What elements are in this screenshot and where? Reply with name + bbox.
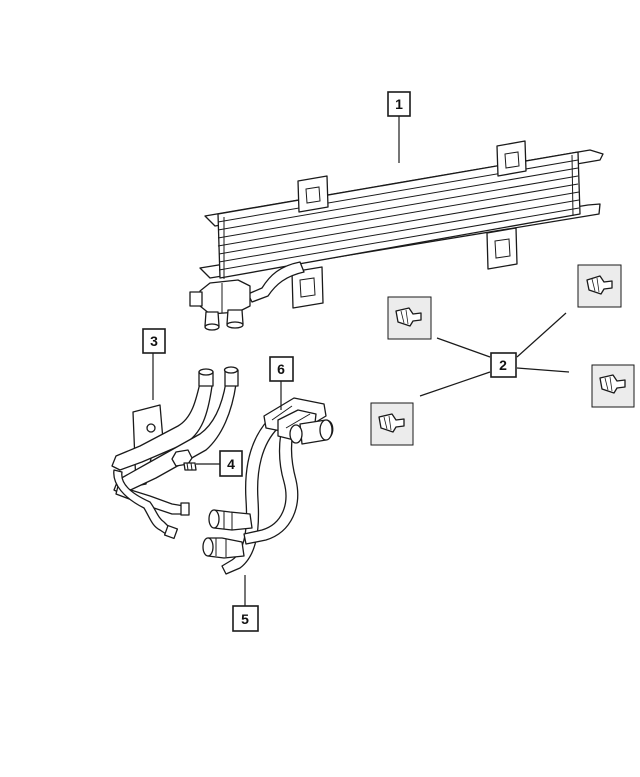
clip-left-upper: [387, 296, 432, 340]
callout-2-label: 2: [499, 357, 507, 373]
callout-4-label: 4: [227, 456, 235, 472]
callout-4[interactable]: 4: [219, 450, 243, 477]
leader-lines: [152, 116, 570, 606]
callout-2[interactable]: 2: [490, 352, 517, 378]
tube-assembly-part[interactable]: [111, 366, 239, 540]
callout-6-label: 6: [277, 361, 285, 377]
hose-assembly-part[interactable]: [202, 419, 299, 575]
callout-5[interactable]: 5: [232, 605, 259, 632]
clip-left-lower: [370, 402, 414, 446]
callout-6[interactable]: 6: [269, 356, 294, 382]
callout-5-label: 5: [241, 611, 249, 627]
clip-right-lower: [591, 364, 635, 408]
oil-cooler-part[interactable]: [189, 140, 604, 331]
clip-part-group[interactable]: [370, 264, 635, 446]
clip-top-right: [577, 264, 622, 308]
callout-3[interactable]: 3: [142, 328, 166, 354]
callout-3-label: 3: [150, 333, 158, 349]
bolt-part[interactable]: [171, 449, 197, 471]
connector-part[interactable]: [263, 397, 334, 445]
callout-1-label: 1: [395, 96, 403, 112]
callout-1[interactable]: 1: [387, 91, 411, 117]
